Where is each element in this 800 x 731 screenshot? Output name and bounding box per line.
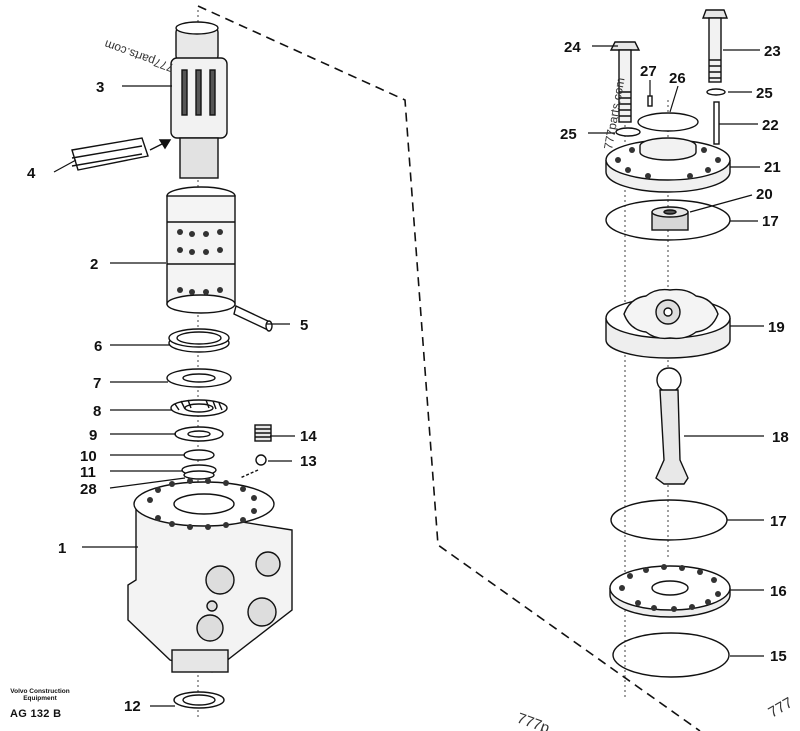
- callout-16: 16: [770, 583, 787, 600]
- left-assembly: [71, 10, 293, 720]
- leader-lines: [53, 45, 764, 707]
- washer-25-right: [706, 88, 726, 96]
- bolt-23: [701, 9, 729, 83]
- o-ring-15: [612, 632, 730, 678]
- o-ring-17-upper: [605, 199, 731, 241]
- callout-28: 28: [80, 481, 97, 498]
- cross-pin: [233, 305, 273, 332]
- callout-18: 18: [772, 429, 789, 446]
- watermark-bottom-a: 777p: [515, 710, 552, 731]
- spool-part: [170, 21, 228, 179]
- seal-28: [183, 470, 215, 480]
- watermark-top-left: 777parts.com: [102, 37, 175, 75]
- drawing-footer: Volvo Construction Equipment AG 132 B: [10, 688, 70, 720]
- callout-26: 26: [669, 70, 686, 87]
- callout-13: 13: [300, 453, 317, 470]
- callout-9: 9: [89, 427, 97, 444]
- plate-26: [637, 112, 699, 132]
- callout-25-right: 25: [756, 85, 773, 102]
- callout-17-lower: 17: [770, 513, 787, 530]
- right-assembly: [605, 9, 731, 700]
- callout-6: 6: [94, 338, 102, 355]
- callout-7: 7: [93, 375, 101, 392]
- callout-1: 1: [58, 540, 66, 557]
- callout-24: 24: [564, 39, 581, 56]
- o-ring-17-lower: [610, 499, 728, 541]
- screw-27: [647, 95, 653, 107]
- drive-shaft-18: [655, 367, 689, 485]
- callout-4: 4: [27, 165, 36, 182]
- drawing-code: AG 132 B: [10, 708, 62, 720]
- plug-14: [254, 424, 272, 442]
- bolt-24: [609, 41, 641, 123]
- watermark-bottom-b: 777: [766, 694, 796, 721]
- washer-25-left: [615, 127, 641, 137]
- callout-23: 23: [764, 43, 781, 60]
- callout-25-left: 25: [560, 126, 577, 143]
- callout-14: 14: [300, 428, 317, 445]
- pin-22: [713, 101, 720, 145]
- organization-line-2: Equipment: [23, 695, 57, 702]
- callout-20: 20: [756, 186, 773, 203]
- spacer-20: [651, 206, 689, 231]
- end-cover-21: [605, 137, 731, 193]
- callouts: 1 2 3 4 5 6 7 8 9 10 11 28 12 13 14 15 1…: [27, 39, 789, 715]
- callout-11: 11: [80, 464, 96, 481]
- callout-15: 15: [770, 648, 787, 665]
- o-ring-10: [183, 449, 215, 461]
- callout-10: 10: [80, 448, 97, 465]
- callout-8: 8: [93, 403, 101, 420]
- valve-housing: [127, 478, 293, 673]
- callout-3: 3: [96, 79, 104, 96]
- callout-5: 5: [300, 317, 308, 334]
- organization-line-1: Volvo Construction: [10, 688, 70, 695]
- gerotor-19: [605, 288, 731, 359]
- assembly-dashed-line: [197, 5, 701, 731]
- callout-2: 2: [90, 256, 98, 273]
- callout-22: 22: [762, 117, 779, 134]
- centering-springs: [71, 137, 172, 171]
- sleeve-part: [166, 186, 236, 314]
- needle-bearing-8: [170, 399, 228, 417]
- organization-name: Volvo Construction Equipment: [10, 688, 70, 702]
- callout-19: 19: [768, 319, 785, 336]
- callout-21: 21: [764, 159, 781, 176]
- callout-27: 27: [640, 63, 657, 80]
- check-ball-13: [255, 454, 267, 466]
- distributor-plate-16: [609, 564, 731, 618]
- callout-17-upper: 17: [762, 213, 779, 230]
- callout-12: 12: [124, 698, 141, 715]
